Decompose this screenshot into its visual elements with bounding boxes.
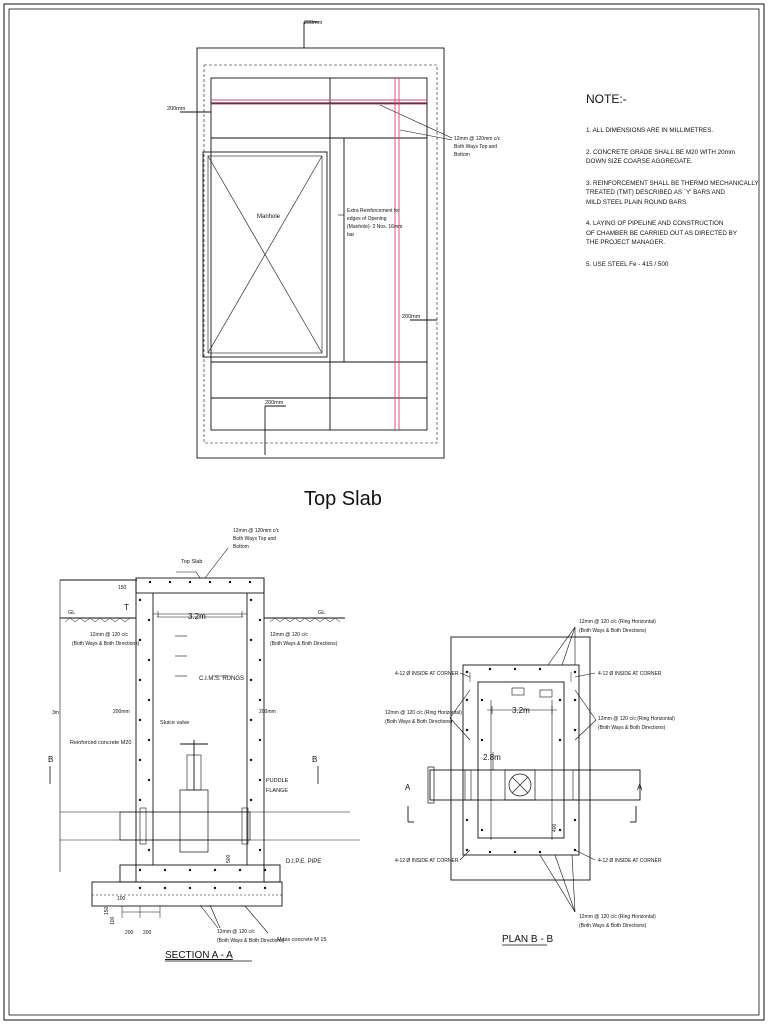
plan-dim-400: 400 xyxy=(552,823,558,832)
extra-reinf-3: (Manhole)- 2 Nos. 16mm xyxy=(347,224,402,230)
rcc-label: Reinforced concrete M20 xyxy=(70,740,131,746)
gl-left: GL xyxy=(68,610,75,616)
section-title: SECTION A - A xyxy=(165,950,233,961)
base-dim-1: 200 xyxy=(125,930,134,936)
section-slab-note-2: Both Ways Top and xyxy=(233,536,276,542)
slab-rebar-note-2: Both Ways Top and xyxy=(454,144,497,150)
section-dim-150b: 150 xyxy=(104,906,110,915)
plan-corner-bl: 4-12 Ø INSIDE AT CORNER xyxy=(395,858,459,864)
section-top-slab xyxy=(135,577,265,594)
base-note-2: (Both Ways & Both Directions) xyxy=(217,938,285,944)
plan-corner-tl: 4-12 Ø INSIDE AT CORNER xyxy=(395,671,459,677)
plan-corner-tr: 4-12 Ø INSIDE AT CORNER xyxy=(598,671,662,677)
section-top-slab-label: Top Slab xyxy=(181,559,202,565)
section-wall-note-right-2: (Both Ways & Both Directions) xyxy=(270,641,338,647)
rungs-label: C.I.M.S. RUNGS xyxy=(199,676,244,682)
plan-bottom-note-2: (Both Ways & Both Directions) xyxy=(579,923,647,929)
plan-top-note-2: (Both Ways & Both Directions) xyxy=(579,628,647,634)
section-dim-100: 100 xyxy=(117,896,126,902)
plan-a-left: A xyxy=(405,783,411,792)
extra-reinf-4: bar xyxy=(347,232,355,238)
plan-rebar-dots xyxy=(465,667,577,854)
base-dim-2: 200 xyxy=(143,930,152,936)
manhole-label: Manhole xyxy=(257,214,281,220)
plan-top-note-1: 12mm @ 120 c/c (Ring Horizontal) xyxy=(579,619,656,625)
plan-left-note-2: (Both Ways & Both Directions) xyxy=(385,719,453,725)
plan-right-note-1: 12mm @ 120 c/c (Ring Horizontal) xyxy=(598,716,675,722)
section-wall-note-left-1: 12mm @ 120 c/c xyxy=(90,632,128,638)
section-dim-200-left: 200mm xyxy=(113,709,130,715)
section-b-right: B xyxy=(312,755,317,764)
puddle-flange-1: PUDDLE xyxy=(266,778,289,784)
plan-bottom-note-1: 12mm @ 120 c/c (Ring Horizontal) xyxy=(579,914,656,920)
plan-corner-br: 4-12 Ø INSIDE AT CORNER xyxy=(598,858,662,864)
notes-title: NOTE:- xyxy=(586,92,627,106)
sluice-valve-body xyxy=(179,789,209,853)
inner-border xyxy=(8,8,760,1016)
base-note-1: 12mm @ 120 c/c xyxy=(217,929,255,935)
plan-height-dim: 2.8m xyxy=(483,753,501,762)
puddle-flange-2: FLANGE xyxy=(266,788,288,794)
slab-dim-left: 200mm xyxy=(167,106,186,112)
plan-width-dim: 3.2m xyxy=(512,706,530,715)
section-pipe xyxy=(119,811,251,841)
slab-dim-top: 200mm xyxy=(304,20,323,26)
section-b-left: B xyxy=(48,755,53,764)
note-item-2: 2. CONCRETE GRADE SHALL BE M20 WITH 20mm… xyxy=(586,148,736,166)
note-item-5: 5. USE STEEL Fe - 415 / 500 xyxy=(586,260,669,268)
section-rebar-dots xyxy=(138,580,267,890)
note-item-1: 1. ALL DIMENSIONS ARE IN MILLIMETRES. xyxy=(586,127,714,134)
section-dim-200-right: 200mm xyxy=(259,709,276,715)
top-slab-title: Top Slab xyxy=(304,488,382,510)
t-label: T xyxy=(124,603,129,612)
outer-border xyxy=(3,3,765,1021)
slab-dim-right: 200mm xyxy=(402,314,421,320)
plan-title: PLAN B - B xyxy=(502,934,553,945)
section-dim-500: 500 xyxy=(226,854,232,863)
section-slab-note-3: Bottom xyxy=(233,544,249,550)
sluice-valve-label: Sluice valve xyxy=(160,720,189,726)
notes-panel: NOTE:- 1. ALL DIMENSIONS ARE IN MILLIMET… xyxy=(586,92,761,281)
plan-drawing xyxy=(407,626,641,913)
manhole-opening xyxy=(202,151,328,358)
slab-inner-frame xyxy=(210,77,428,431)
section-wall-note-left-2: (Both Ways & Both Directions) xyxy=(72,641,140,647)
section-base xyxy=(91,881,283,907)
top-slab-drawing xyxy=(180,21,453,459)
slab-outline xyxy=(196,47,445,459)
rebar-red-lines xyxy=(211,78,427,430)
gl-right: GL xyxy=(318,610,325,616)
slab-dim-bottom: 200mm xyxy=(265,400,284,406)
plan-valve xyxy=(504,769,536,801)
section-dim-150: 150 xyxy=(118,585,127,591)
section-width-dim: 3.2m xyxy=(188,612,206,621)
extra-reinf-1: Extra Reinforcement for xyxy=(347,208,400,214)
plan-a-right: A xyxy=(637,783,643,792)
plan-wall-outer xyxy=(462,664,580,856)
slab-rebar-note-3: Bottom xyxy=(454,152,470,158)
plan-left-note-1: 12mm @ 120 c/c (Ring Horizontal) xyxy=(385,710,462,716)
section-slab-note-1: 12mm @ 120mm c/c xyxy=(233,528,280,534)
section-depth-dim: 3m xyxy=(52,710,59,716)
dipe-pipe-label: D.I.P.E. PIPE xyxy=(286,859,321,865)
plan-outer xyxy=(450,636,591,881)
section-drawing xyxy=(49,547,360,934)
section-wall-note-right-1: 12mm @ 120 c/c xyxy=(270,632,308,638)
plan-right-note-2: (Both Ways & Both Directions) xyxy=(598,725,666,731)
note-item-4: 4. LAYING OF PIPELINE AND CONSTRUCTION O… xyxy=(586,220,738,246)
extra-reinf-2: edges of Opening xyxy=(347,216,387,222)
slab-rebar-note-1: 12mm @ 120mm c/c xyxy=(454,136,501,142)
plan-wall-inner xyxy=(477,681,565,839)
mass-concrete-label: Mass concrete M 15 xyxy=(277,937,327,943)
section-dim-100b: 100 xyxy=(110,916,116,925)
slab-dashed-inner xyxy=(203,64,438,444)
note-item-3: 3. REINFORCEMENT SHALL BE THERMO MECHANI… xyxy=(586,179,759,206)
